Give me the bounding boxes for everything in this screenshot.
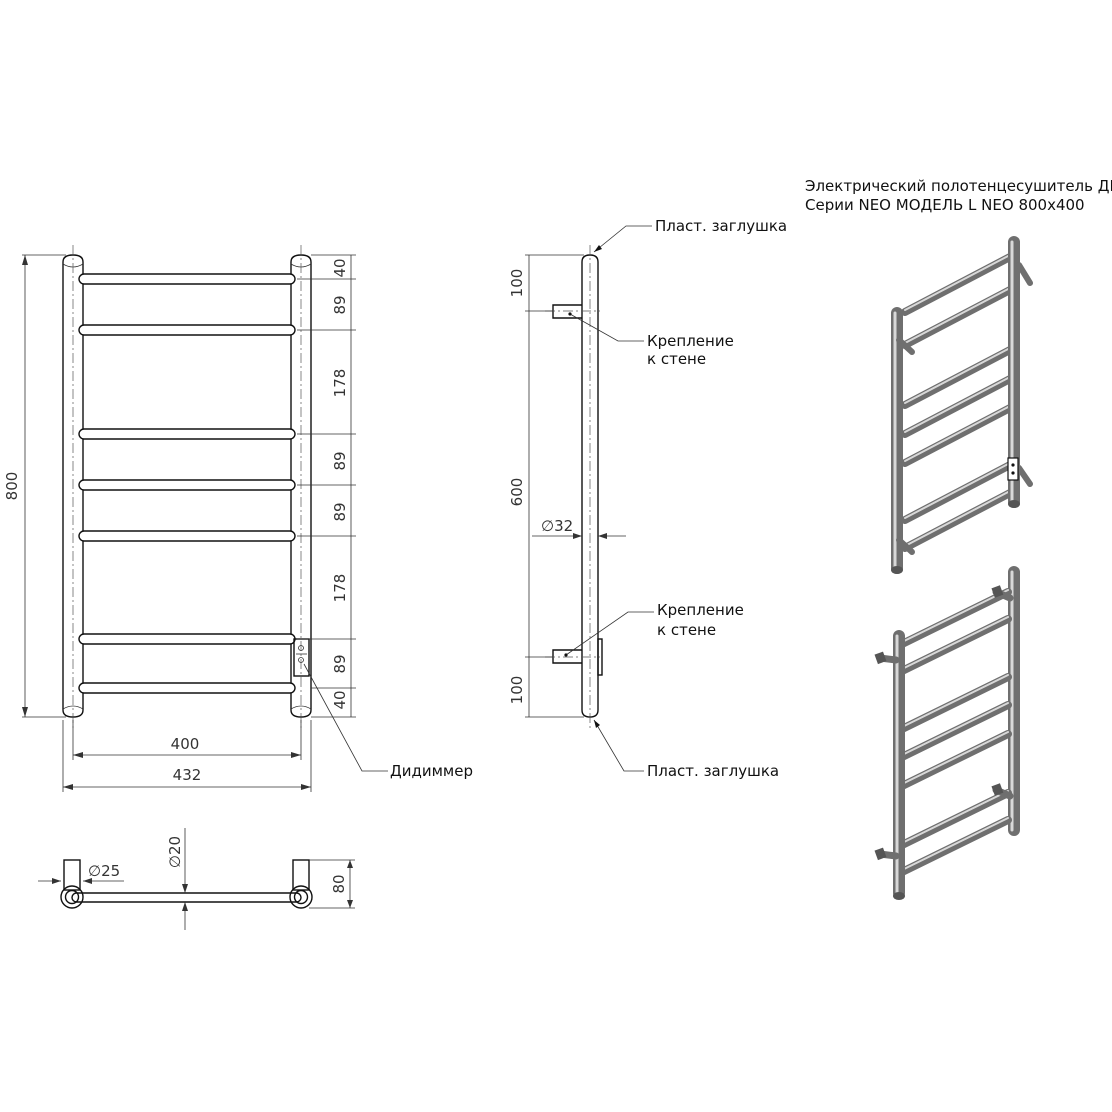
side-mount-top <box>552 304 582 319</box>
rung-5 <box>78 530 296 542</box>
front-chain-dimension: 40 89 178 89 89 178 89 40 <box>297 254 356 718</box>
dim-top-post-diameter: ∅25 <box>88 862 120 880</box>
top-view-right-post <box>289 885 313 909</box>
dim-side-diameter: ∅32 <box>541 517 573 535</box>
side-view: 100 600 100 ∅32 Пласт. заглушка Креплени… <box>508 217 787 780</box>
dim-side-top: 100 <box>508 269 526 298</box>
dim-right-6: 178 <box>331 574 349 603</box>
front-view: Дидиммер 800 40 89 178 89 89 178 89 <box>3 245 473 792</box>
dim-top-depth: 80 <box>330 874 348 893</box>
isometric-view-back <box>874 566 1020 900</box>
dim-top-bar-diameter: ∅20 <box>166 836 184 868</box>
dim-right-1: 40 <box>331 258 349 277</box>
dim-right-4: 89 <box>331 451 349 470</box>
rung-4 <box>78 479 296 491</box>
rung-7 <box>78 682 296 694</box>
dim-right-7: 89 <box>331 654 349 673</box>
top-view-bar <box>71 892 302 903</box>
title-line-1: Электрический полотенцесушитель ДВИН <box>805 177 1112 195</box>
dimmer-box <box>293 638 310 677</box>
cap-bottom-label: Пласт. заглушка <box>647 762 779 780</box>
front-rungs <box>78 273 296 694</box>
rung-6 <box>78 633 296 645</box>
rung-1 <box>78 273 296 285</box>
mount-top-label-2: к стене <box>647 350 706 368</box>
isometric-view-front <box>891 236 1033 574</box>
rung-2 <box>78 324 296 336</box>
dim-right-3: 178 <box>331 369 349 398</box>
side-mount-bottom <box>552 649 582 664</box>
dim-width-outer: 432 <box>173 766 202 784</box>
cap-top-label: Пласт. заглушка <box>655 217 787 235</box>
dim-side-middle: 600 <box>508 478 526 507</box>
title-line-2: Серии NEO МОДЕЛЬ L NEO 800x400 <box>805 196 1085 214</box>
mount-bottom-label-1: Крепление <box>657 601 744 619</box>
mount-bottom-label-2: к стене <box>657 621 716 639</box>
dimmer-label: Дидиммер <box>390 762 473 780</box>
dim-width-inner: 400 <box>171 735 200 753</box>
dim-right-5: 89 <box>331 502 349 521</box>
dim-height: 800 <box>3 472 21 501</box>
dim-side-bottom: 100 <box>508 676 526 705</box>
top-view: ∅25 ∅20 80 <box>38 828 355 930</box>
dim-right-8: 40 <box>331 690 349 709</box>
top-view-left-post <box>60 885 84 909</box>
dim-right-2: 89 <box>331 295 349 314</box>
mount-top-label-1: Крепление <box>647 332 734 350</box>
rung-3 <box>78 428 296 440</box>
side-post <box>581 254 599 718</box>
